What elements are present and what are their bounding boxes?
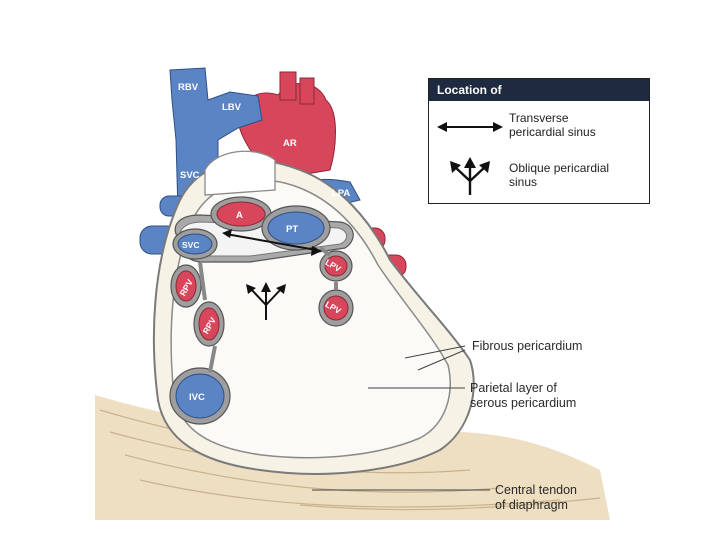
label-fibrous-pericardium: Fibrous pericardium [472, 339, 583, 353]
label-svc-inner: SVC [182, 240, 199, 250]
legend-header: Location of [429, 79, 649, 101]
label-parietal-layer: Parietal layer of serous pericardium [470, 381, 577, 410]
legend-title: Location of [437, 83, 502, 97]
svc-vessel [169, 67, 263, 213]
legend-oblique-label: Oblique pericardial sinus [509, 161, 610, 189]
label-rbv: RBV [178, 82, 199, 93]
legend-transverse-label: Transverse pericardial sinus [509, 111, 596, 139]
oblique-sinus-arrow [246, 282, 286, 320]
label-central-tendon: Central tendon of diaphragm [495, 483, 578, 512]
vessel-cross-sections [169, 196, 354, 425]
label-ivc: IVC [189, 392, 205, 403]
branching-arrow-icon [450, 157, 490, 195]
label-svc: SVC [180, 170, 200, 181]
double-arrow-icon [437, 122, 503, 132]
label-lpa: LPA [332, 188, 350, 199]
leader-lines [312, 345, 490, 491]
label-a: A [236, 210, 243, 221]
label-ar: AR [283, 138, 297, 149]
label-lbv: LBV [222, 102, 242, 113]
label-pt: PT [286, 224, 298, 235]
transverse-sinus-arrow [222, 229, 322, 256]
legend-symbols [437, 122, 503, 195]
legend-box: Location of Transverse pericardial sinus… [428, 78, 650, 204]
